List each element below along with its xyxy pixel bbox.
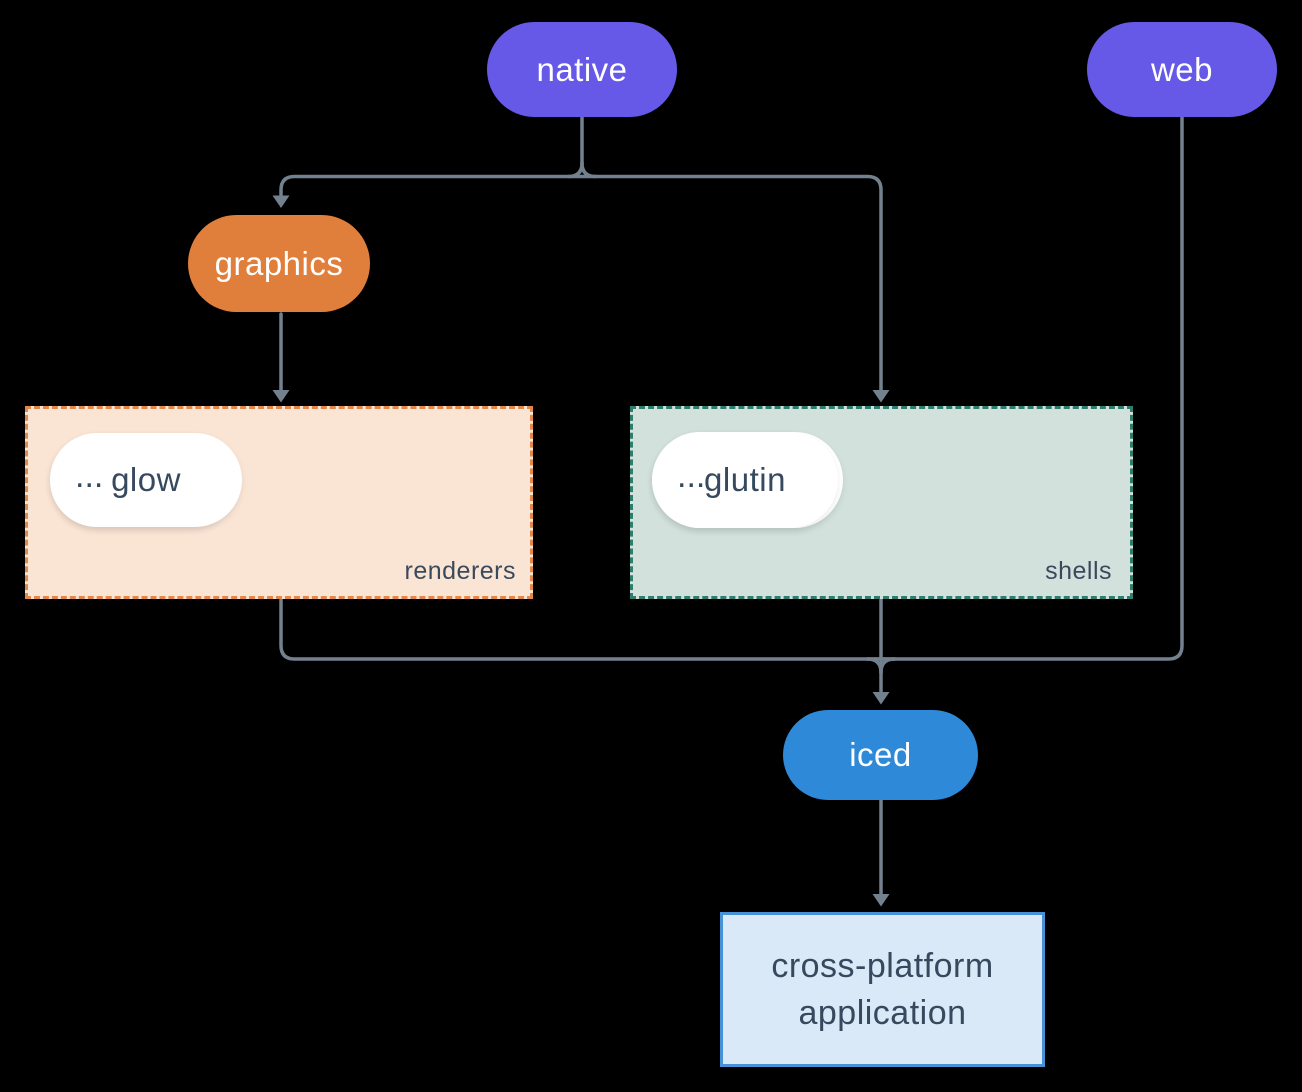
node-iced-label: iced [849, 736, 912, 773]
node-web-label: web [1150, 50, 1214, 88]
app-label-line2: application [798, 993, 967, 1032]
arrowhead-to-renderers [272, 390, 290, 403]
node-glutin: glutin [652, 432, 838, 528]
group-renderers-row: wgpu glow ... [50, 433, 242, 527]
renderers-ellipsis: ... [75, 456, 104, 495]
node-native-label: native [536, 50, 628, 88]
shells-ellipsis: ... [677, 456, 706, 495]
arrowhead-to-shells [872, 390, 890, 403]
node-web: web [1087, 22, 1277, 117]
group-shells: winit glutin ... shells [630, 406, 1133, 599]
edge-native-fork-fillet-left [566, 161, 584, 179]
node-graphics-label: graphics [214, 244, 344, 282]
group-shells-label: shells [1045, 557, 1112, 585]
node-graphics: graphics [188, 215, 370, 312]
group-renderers: wgpu glow ... renderers [25, 406, 533, 599]
group-renderers-label: renderers [404, 557, 516, 585]
arrowhead-to-app [872, 894, 890, 907]
node-glow: glow [50, 433, 242, 527]
node-cross-platform-application: cross-platform application [720, 912, 1045, 1067]
node-iced: iced [783, 710, 978, 800]
arrowhead-to-graphics [272, 195, 290, 208]
edge-merge-fillet-left [865, 657, 883, 675]
edge-merge-fillet-right [879, 657, 897, 675]
arrowhead-to-iced [872, 692, 890, 705]
node-glow-label: glow [111, 461, 181, 498]
group-shells-row: winit glutin ... [652, 432, 843, 528]
edge-native-graphics-shells [279, 174, 883, 393]
edge-native-fork-fillet-right [580, 161, 598, 179]
node-native: native [487, 22, 677, 117]
edge-web-merge [865, 116, 1184, 661]
app-label-line1: cross-platform [771, 946, 994, 985]
node-glutin-label: glutin [704, 461, 786, 498]
edge-renderers-merge [279, 598, 897, 661]
